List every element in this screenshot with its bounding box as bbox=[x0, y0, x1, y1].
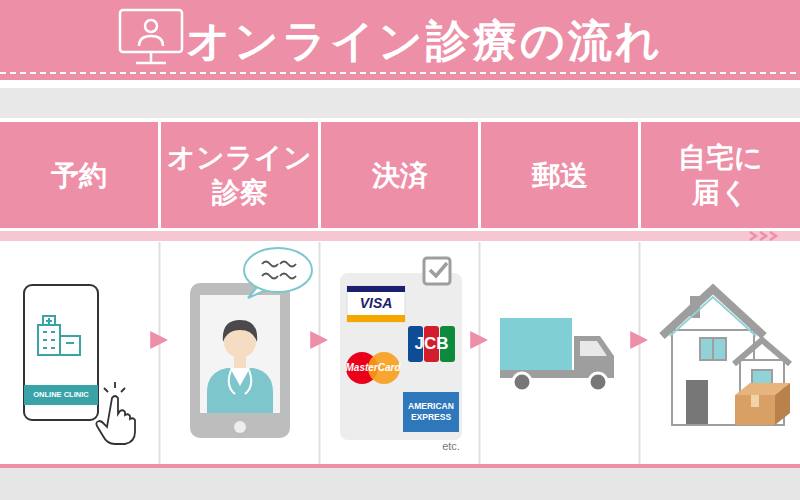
tablet-illustration bbox=[190, 283, 290, 438]
tablet-illustration-part bbox=[229, 370, 252, 394]
step-column: 郵送 bbox=[481, 122, 638, 465]
speech-bubble-part bbox=[262, 262, 296, 279]
step-column: オンライン 診察 bbox=[161, 122, 318, 465]
step-column: 決済 bbox=[321, 122, 478, 465]
phone-illustration-part-part bbox=[43, 332, 74, 348]
flow-arrow bbox=[638, 339, 641, 341]
truck-illustration-part bbox=[500, 318, 572, 370]
divider-strip bbox=[0, 231, 800, 241]
tablet-illustration-part bbox=[223, 320, 257, 342]
phone-illustration bbox=[24, 285, 135, 444]
truck-illustration-part bbox=[580, 341, 607, 356]
tablet-illustration-part bbox=[190, 283, 290, 438]
tablet-illustration-part bbox=[230, 368, 250, 386]
house-illustration-part bbox=[686, 380, 708, 424]
flow-arrow bbox=[478, 339, 481, 341]
payment-illustration-part bbox=[403, 392, 459, 432]
house-illustration-part bbox=[670, 297, 756, 336]
phone-illustration-part bbox=[104, 382, 125, 392]
phone-illustration-part-part bbox=[38, 325, 60, 355]
flow-arrow bbox=[318, 339, 321, 341]
flow-arrow bbox=[158, 339, 161, 341]
tablet-illustration-part bbox=[207, 368, 273, 413]
house-illustration-part bbox=[712, 338, 714, 360]
tablet-illustration-part bbox=[234, 421, 246, 433]
payment-illustration-part bbox=[340, 273, 462, 440]
diagram-title: オンライン診療の流れ bbox=[186, 12, 663, 71]
payment-illustration-part bbox=[347, 286, 405, 292]
truck-illustration-part bbox=[589, 373, 607, 391]
monitor-icon-part bbox=[136, 62, 166, 65]
bottom-band-part bbox=[0, 468, 800, 500]
monitor-icon-part bbox=[139, 36, 163, 46]
phone-illustration-part-part bbox=[60, 336, 80, 355]
title-band-part bbox=[0, 0, 800, 80]
step-heading: 予約 bbox=[0, 122, 158, 228]
house-illustration-part bbox=[751, 395, 759, 407]
phone-illustration-part-part bbox=[46, 318, 52, 324]
title-band bbox=[0, 0, 800, 80]
phone-illustration-part bbox=[96, 396, 135, 444]
divider-strip-part bbox=[0, 231, 800, 241]
step-heading: 郵送 bbox=[481, 122, 638, 228]
logo-text: ONLINE CLINIC bbox=[24, 389, 98, 400]
column-separators-part bbox=[639, 242, 641, 465]
house-illustration-part bbox=[735, 395, 775, 425]
payment-illustration-part bbox=[430, 263, 447, 276]
gray-strip bbox=[0, 88, 800, 118]
column-separators-part bbox=[479, 242, 481, 465]
phone-illustration-part bbox=[24, 385, 98, 405]
column-separators bbox=[160, 242, 640, 465]
logo-text: AMERICAN EXPRESS bbox=[403, 401, 459, 422]
step-heading: 自宅に 届く bbox=[641, 122, 800, 228]
phone-illustration-part bbox=[38, 316, 80, 355]
house-illustration-part bbox=[662, 289, 764, 336]
speech-bubble bbox=[244, 248, 312, 298]
bottom-band-part bbox=[0, 464, 800, 468]
bottom-band bbox=[0, 464, 800, 500]
payment-illustration-part bbox=[347, 315, 405, 322]
logo-text: etc. bbox=[434, 440, 468, 453]
monitor-icon-part bbox=[150, 52, 153, 62]
title-band-part bbox=[0, 72, 800, 74]
house-illustration-part bbox=[700, 338, 726, 360]
house-illustration-part bbox=[775, 383, 790, 425]
payment-illustration-part bbox=[424, 258, 450, 284]
speech-bubble-part bbox=[244, 248, 312, 292]
payment-illustration-part bbox=[347, 286, 405, 322]
column-separators-part bbox=[319, 242, 321, 465]
house-illustration bbox=[662, 289, 790, 425]
divider-strip-part bbox=[750, 232, 776, 240]
truck-illustration-part bbox=[500, 370, 574, 378]
step-column: 自宅に 届く bbox=[641, 122, 800, 465]
logo-text: JCB bbox=[408, 333, 455, 355]
step-column: 予約 bbox=[0, 122, 158, 465]
truck-illustration-part bbox=[513, 373, 531, 391]
monitor-icon bbox=[120, 10, 182, 63]
truck-illustration-part bbox=[574, 336, 614, 378]
phone-illustration-part-part bbox=[43, 316, 55, 325]
logo-text: MasterCard bbox=[343, 361, 403, 374]
step-heading: オンライン 診察 bbox=[161, 122, 318, 228]
tablet-illustration-part bbox=[200, 295, 280, 413]
phone-illustration-part bbox=[24, 285, 98, 420]
monitor-icon-part bbox=[145, 20, 157, 32]
payment-illustration bbox=[340, 258, 462, 440]
logo-text: VISA bbox=[347, 294, 405, 312]
house-illustration-part bbox=[752, 370, 772, 384]
column-separators-part bbox=[159, 242, 161, 465]
monitor-icon-part bbox=[120, 10, 182, 52]
step-heading: 決済 bbox=[321, 122, 478, 228]
truck-illustration bbox=[500, 318, 614, 391]
house-illustration-part bbox=[734, 340, 790, 364]
